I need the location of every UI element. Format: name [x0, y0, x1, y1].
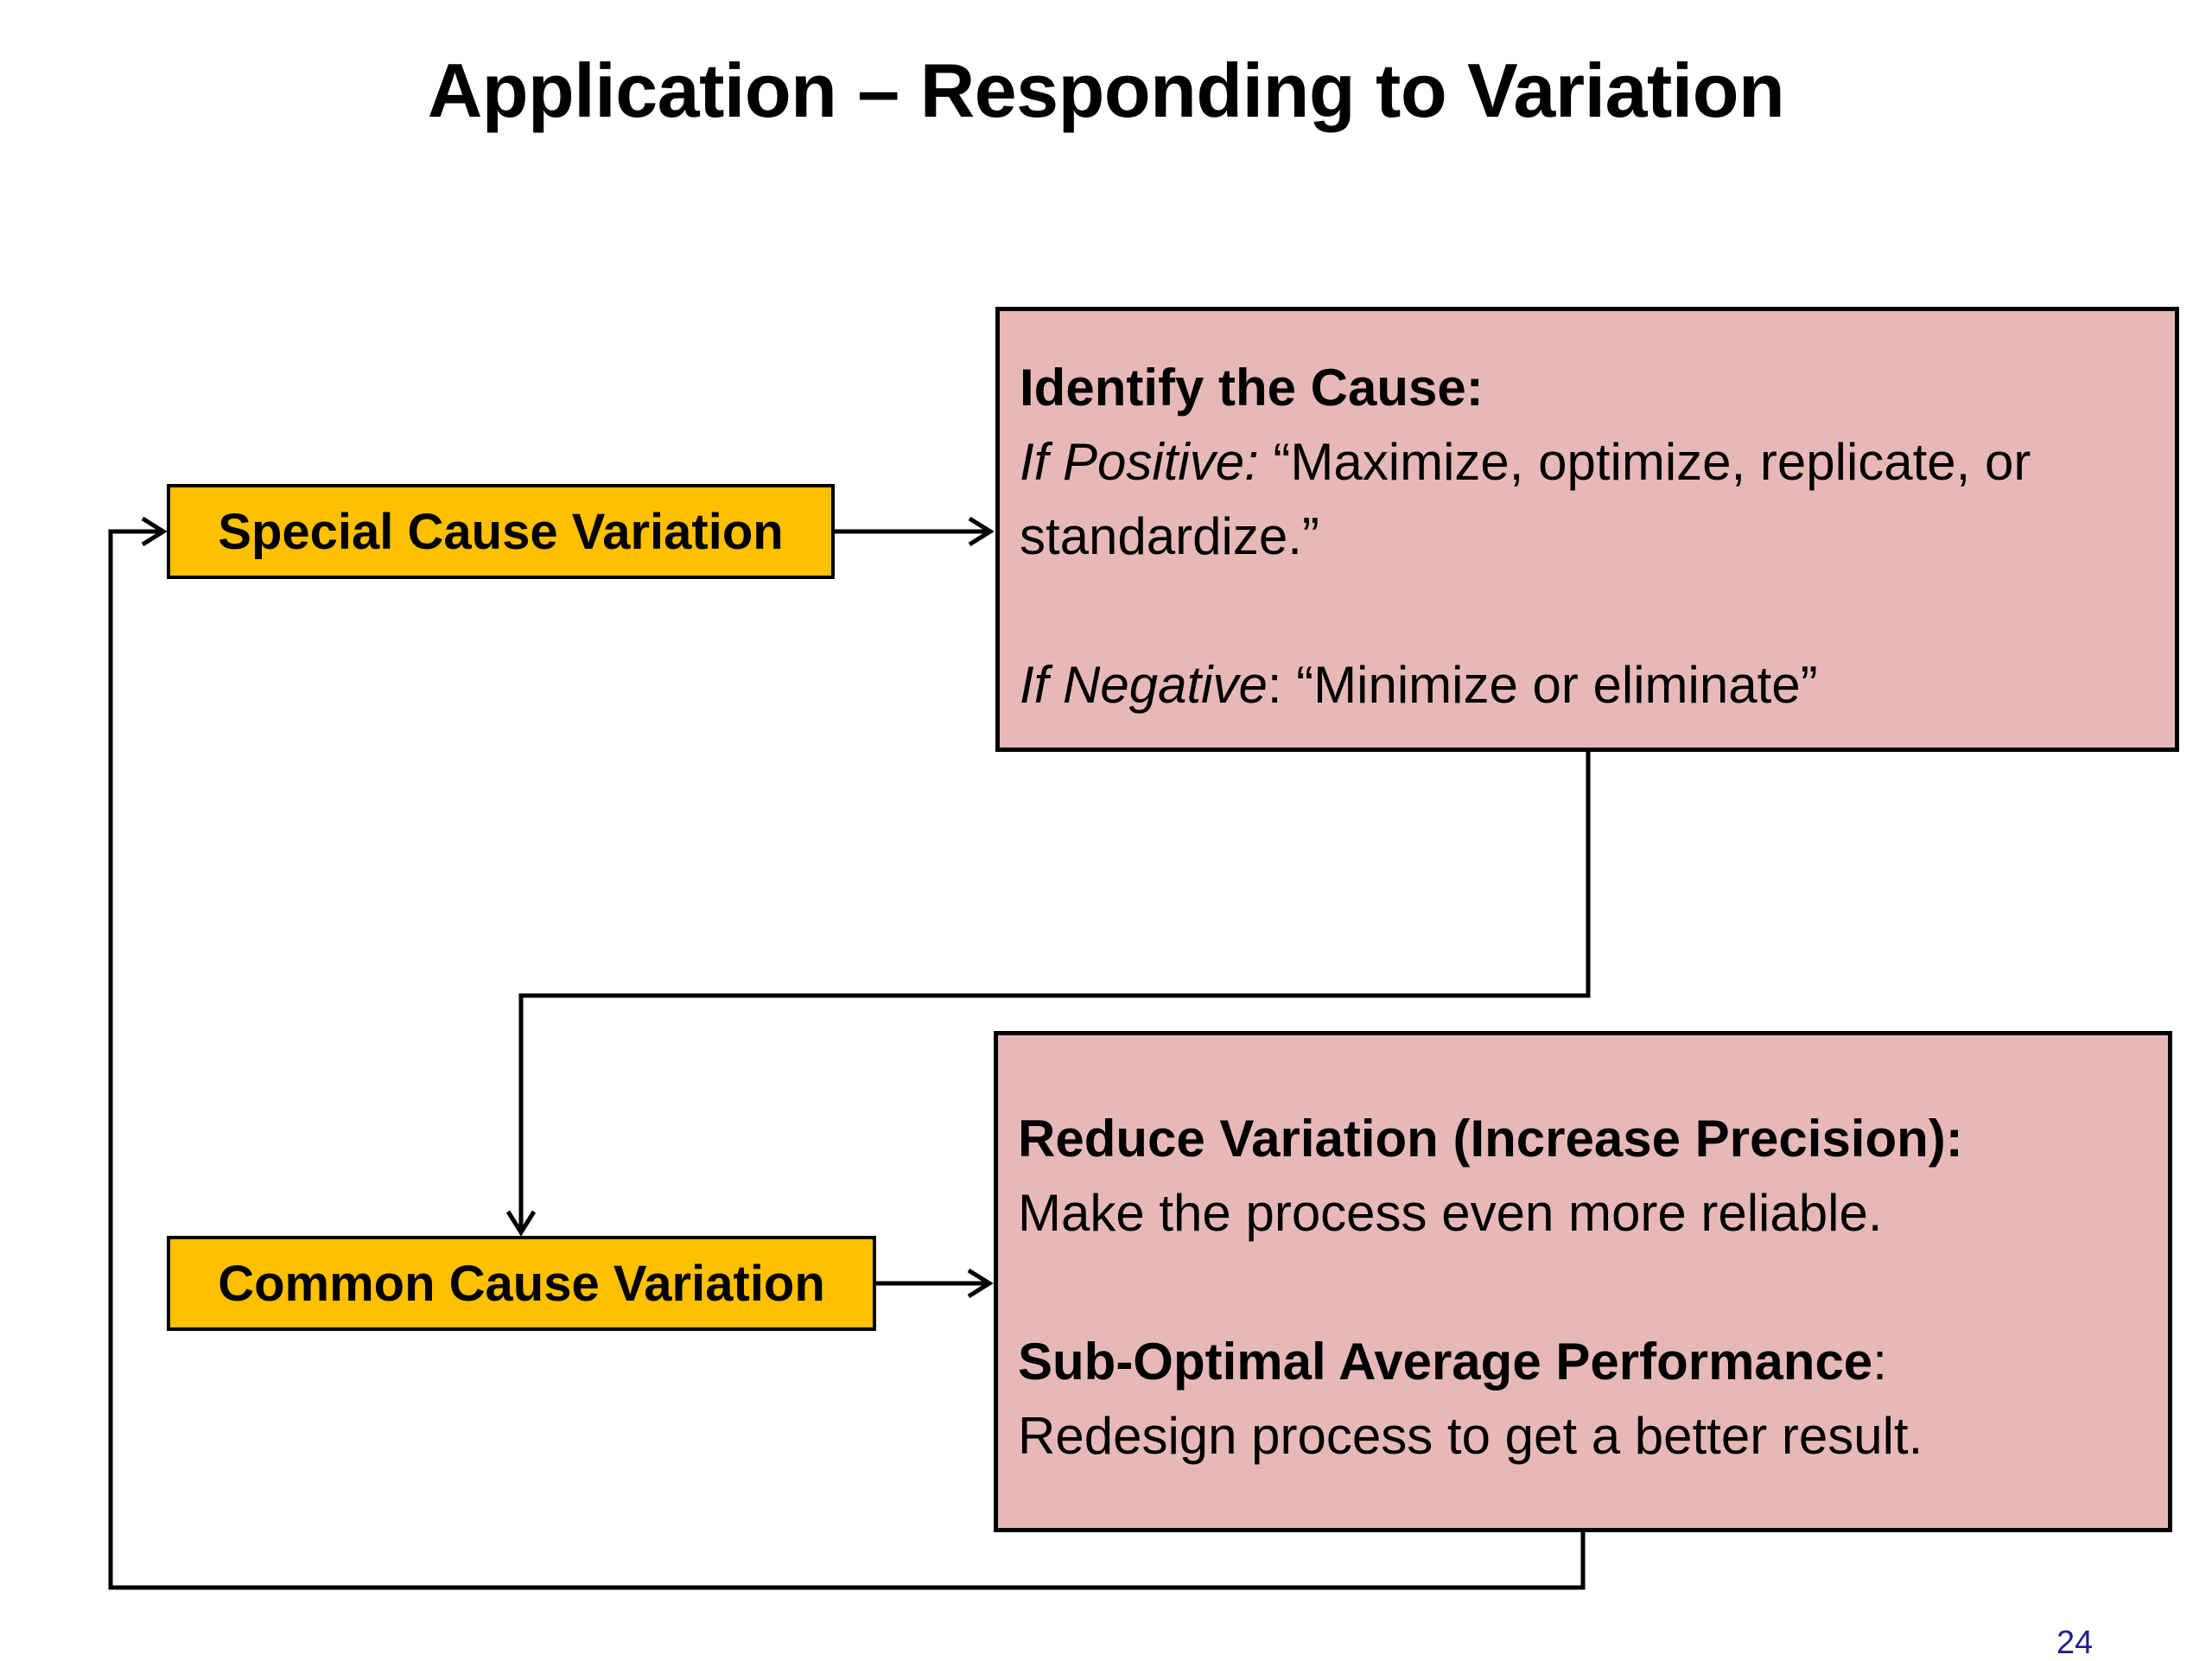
suboptimal-colon: :: [1872, 1333, 1887, 1391]
identify-heading: Identify the Cause:: [1020, 359, 1484, 417]
identify-cause-box: Identify the Cause: If Positive: “Maximi…: [995, 307, 2179, 752]
common-cause-variation-box: Common Cause Variation: [167, 1236, 876, 1331]
negative-label: If Negative: [1020, 656, 1268, 714]
common-cause-response-box: Reduce Variation (Increase Precision): M…: [994, 1031, 2172, 1532]
negative-text: : “Minimize or eliminate”: [1267, 656, 1818, 714]
common-cause-variation-label: Common Cause Variation: [218, 1255, 825, 1312]
page-number: 24: [2056, 1625, 2094, 1661]
identify-positive-block: Identify the Cause: If Positive: “Maximi…: [1020, 351, 2158, 574]
special-cause-variation-box: Special Cause Variation: [167, 484, 835, 579]
positive-text: “Maximize, optimize, replicate, or stand…: [1020, 433, 2031, 565]
reduce-variation-block: Reduce Variation (Increase Precision): M…: [1018, 1102, 2151, 1251]
special-cause-variation-label: Special Cause Variation: [218, 503, 784, 560]
arrowhead-identify: [968, 516, 995, 547]
arrow-feedback-loop: [108, 529, 1586, 1590]
suboptimal-text: Redesign process to get a better result.: [1018, 1407, 1923, 1465]
identify-negative-block: If Negative: “Minimize or eliminate”: [1020, 648, 2158, 722]
slide-title: Application – Responding to Variation: [427, 48, 1785, 133]
arrowhead-respond: [967, 1268, 994, 1299]
reduce-variation-heading: Reduce Variation (Increase Precision):: [1018, 1110, 1963, 1168]
arrow-identify-to-common: [518, 752, 1591, 1232]
reduce-variation-text: Make the process even more reliable.: [1018, 1184, 1883, 1242]
suboptimal-block: Sub-Optimal Average Performance: Redesig…: [1018, 1325, 2151, 1473]
suboptimal-heading: Sub-Optimal Average Performance: [1018, 1333, 1873, 1391]
positive-label: If Positive:: [1020, 433, 1259, 491]
arrowhead-special-left: [141, 516, 168, 547]
arrowhead-common-top: [505, 1210, 537, 1237]
